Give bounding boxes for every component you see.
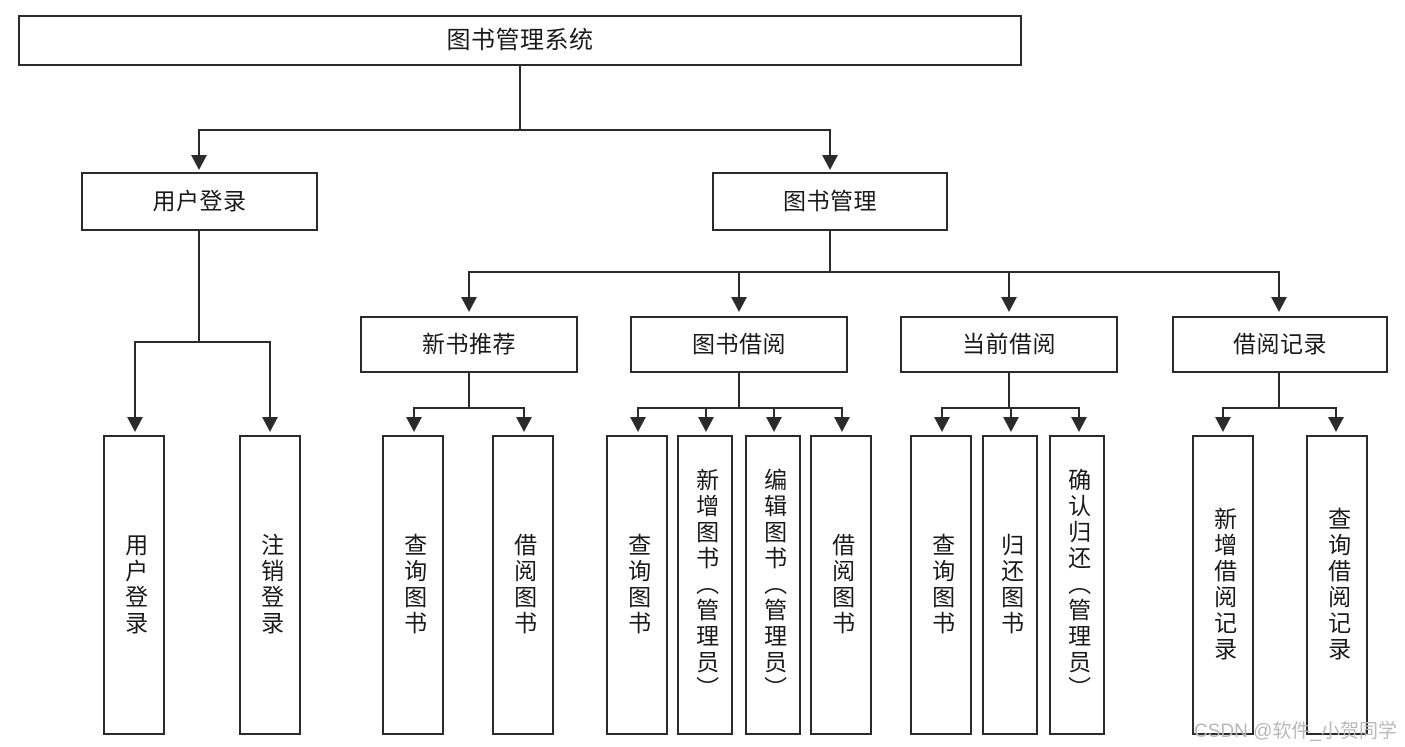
connector-bm-to-current-borrow [1008, 271, 1011, 299]
arrow-cb-to-leaf-2 [1003, 417, 1019, 432]
arrow-bm-to-book-borrow [731, 297, 747, 312]
node-user-login-label: 用户登录 [152, 188, 247, 215]
connector-book-manage-stem [829, 231, 832, 273]
leaf-borrow-book-1[interactable]: 借阅图书 [492, 435, 554, 735]
node-book-manage-label: 图书管理 [783, 188, 877, 215]
leaf-query-book-3-label: 查询图书 [928, 533, 955, 637]
arrow-user-login-to-leaf-2 [262, 417, 278, 432]
arrow-br-to-leaf-2 [1328, 417, 1344, 432]
node-book-borrow[interactable]: 图书借阅 [630, 316, 848, 373]
node-current-borrow-label: 当前借阅 [962, 331, 1056, 358]
leaf-add-book[interactable]: 新增图书（管理员） [677, 435, 733, 735]
leaf-user-login-label: 用户登录 [121, 533, 148, 637]
leaf-query-book-2-label: 查询图书 [624, 533, 651, 637]
leaf-add-record-label: 新增借阅记录 [1210, 507, 1237, 663]
connector-current-borrow-bus [941, 407, 1078, 410]
arrow-new-book-to-leaf-1 [406, 417, 422, 432]
connector-root-to-book-manage [829, 129, 832, 157]
arrow-bm-to-new-book [461, 297, 477, 312]
connector-bm-to-new-book [468, 271, 471, 299]
leaf-borrow-book-2[interactable]: 借阅图书 [810, 435, 872, 735]
connector-cb-to-leaf-2 [1010, 407, 1013, 419]
arrow-cb-to-leaf-1 [934, 417, 950, 432]
leaf-query-book-2[interactable]: 查询图书 [606, 435, 668, 735]
arrow-user-login-to-leaf-1 [127, 417, 143, 432]
connector-current-borrow-stem [1008, 373, 1011, 409]
leaf-query-book-3[interactable]: 查询图书 [910, 435, 972, 735]
connector-new-book-to-leaf-1 [413, 407, 416, 419]
connector-user-login-bus [134, 341, 271, 344]
connector-user-login-stem [198, 231, 201, 343]
arrow-bb-to-leaf-4 [834, 417, 850, 432]
node-new-book-recommend[interactable]: 新书推荐 [360, 316, 578, 373]
connector-book-manage-bus [468, 271, 1280, 274]
connector-user-login-to-leaf-1 [134, 341, 137, 419]
leaf-query-record[interactable]: 查询借阅记录 [1306, 435, 1368, 735]
connector-bm-to-borrow-record [1278, 271, 1281, 299]
connector-new-book-bus [413, 407, 525, 410]
node-borrow-record-label: 借阅记录 [1233, 331, 1327, 358]
arrow-bm-to-current-borrow [1001, 297, 1017, 312]
leaf-add-record[interactable]: 新增借阅记录 [1192, 435, 1254, 735]
arrow-new-book-to-leaf-2 [516, 417, 532, 432]
leaf-return-book[interactable]: 归还图书 [982, 435, 1038, 735]
connector-cb-to-leaf-3 [1078, 407, 1081, 419]
connector-borrow-record-bus [1222, 407, 1337, 410]
connector-root-to-user-login [198, 129, 201, 157]
leaf-query-book-1[interactable]: 查询图书 [382, 435, 444, 735]
connector-root-bus [198, 129, 831, 132]
leaf-borrow-book-1-label: 借阅图书 [510, 533, 537, 637]
node-root[interactable]: 图书管理系统 [18, 15, 1022, 66]
leaf-edit-book[interactable]: 编辑图书（管理员） [745, 435, 801, 735]
arrow-root-to-book-manage [822, 155, 838, 170]
arrow-bb-to-leaf-2 [698, 417, 714, 432]
leaf-user-login[interactable]: 用户登录 [103, 435, 165, 735]
arrow-root-to-user-login [191, 155, 207, 170]
arrow-br-to-leaf-1 [1215, 417, 1231, 432]
connector-borrow-record-stem [1278, 373, 1281, 409]
node-user-login[interactable]: 用户登录 [81, 172, 318, 231]
connector-bb-to-leaf-2 [705, 407, 708, 419]
arrow-cb-to-leaf-3 [1071, 417, 1087, 432]
connector-bm-to-book-borrow [738, 271, 741, 299]
connector-book-borrow-stem [738, 373, 741, 409]
node-borrow-record[interactable]: 借阅记录 [1172, 316, 1388, 373]
connector-br-to-leaf-1 [1222, 407, 1225, 419]
node-new-book-recommend-label: 新书推荐 [422, 331, 516, 358]
leaf-query-book-1-label: 查询图书 [400, 533, 427, 637]
node-book-borrow-label: 图书借阅 [692, 331, 786, 358]
arrow-bb-to-leaf-3 [766, 417, 782, 432]
arrow-bb-to-leaf-1 [630, 417, 646, 432]
connector-cb-to-leaf-1 [941, 407, 944, 419]
connector-root-stem [519, 66, 522, 131]
connector-new-book-to-leaf-2 [523, 407, 526, 419]
leaf-edit-book-label: 编辑图书（管理员） [760, 468, 787, 702]
connector-br-to-leaf-2 [1335, 407, 1338, 419]
leaf-confirm-return-label: 确认归还（管理员） [1064, 468, 1091, 702]
leaf-confirm-return[interactable]: 确认归还（管理员） [1049, 435, 1105, 735]
leaf-borrow-book-2-label: 借阅图书 [828, 533, 855, 637]
leaf-add-book-label: 新增图书（管理员） [692, 468, 719, 702]
connector-bb-to-leaf-3 [773, 407, 776, 419]
node-book-manage[interactable]: 图书管理 [712, 172, 948, 231]
connector-bb-to-leaf-1 [637, 407, 640, 419]
connector-new-book-stem [468, 373, 471, 409]
node-current-borrow[interactable]: 当前借阅 [900, 316, 1118, 373]
arrow-bm-to-borrow-record [1271, 297, 1287, 312]
leaf-query-record-label: 查询借阅记录 [1324, 507, 1351, 663]
leaf-logout-login-label: 注销登录 [257, 533, 284, 637]
node-root-label: 图书管理系统 [446, 26, 594, 54]
connector-bb-to-leaf-4 [841, 407, 844, 419]
connector-user-login-to-leaf-2 [269, 341, 272, 419]
leaf-logout-login[interactable]: 注销登录 [239, 435, 301, 735]
connector-book-borrow-bus [637, 407, 842, 410]
leaf-return-book-label: 归还图书 [997, 533, 1024, 637]
